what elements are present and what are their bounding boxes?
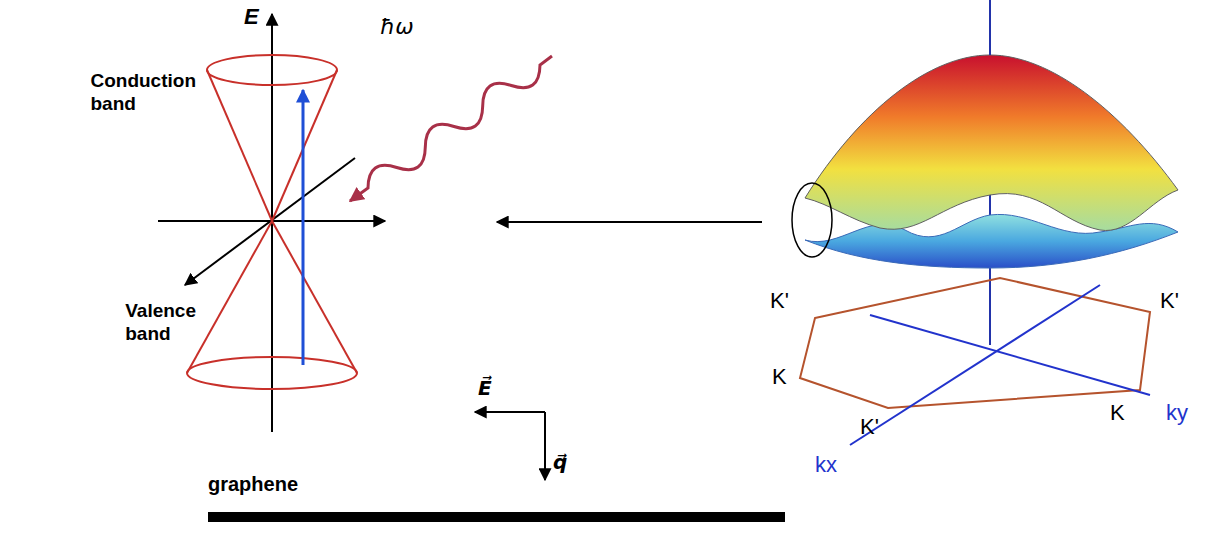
vector-label: E⃗	[478, 376, 492, 400]
material-label: graphene	[208, 472, 298, 496]
kx-axis	[850, 285, 1100, 445]
axis-label: E	[244, 4, 259, 30]
band-label: Conduction band	[90, 70, 196, 116]
brillouin-zone	[800, 278, 1150, 408]
cone-edge	[272, 221, 357, 373]
graphene-sheet	[208, 512, 785, 522]
dirac-point	[1170, 198, 1188, 226]
k-point-label: K'	[1160, 288, 1179, 314]
band-label: Valence band	[125, 300, 196, 346]
field-vector	[475, 411, 545, 413]
vector-label: q⃗	[553, 450, 567, 474]
cone-rim	[207, 55, 337, 85]
transition-arrow	[302, 90, 305, 365]
photon-label: ħω	[380, 14, 414, 40]
k-point-label: K	[1110, 400, 1125, 426]
conduction-surface	[805, 55, 1178, 230]
k-point-label: K	[772, 364, 787, 390]
wavevector	[544, 412, 546, 480]
cone-edge	[187, 221, 272, 373]
k-point-label: K'	[770, 288, 789, 314]
k-axis	[185, 158, 355, 285]
ky-axis	[870, 315, 1150, 395]
cone-edge	[207, 70, 272, 221]
k-point-label: K'	[860, 414, 879, 440]
axis-label: ky	[1166, 400, 1188, 426]
energy-axis	[989, 0, 991, 55]
axis-label: kx	[815, 452, 837, 478]
dirac-point	[796, 205, 820, 236]
cone-rim	[187, 357, 357, 389]
zoom-circle	[792, 183, 832, 257]
photon-wave	[350, 56, 552, 201]
zoom-arrow	[497, 221, 762, 223]
